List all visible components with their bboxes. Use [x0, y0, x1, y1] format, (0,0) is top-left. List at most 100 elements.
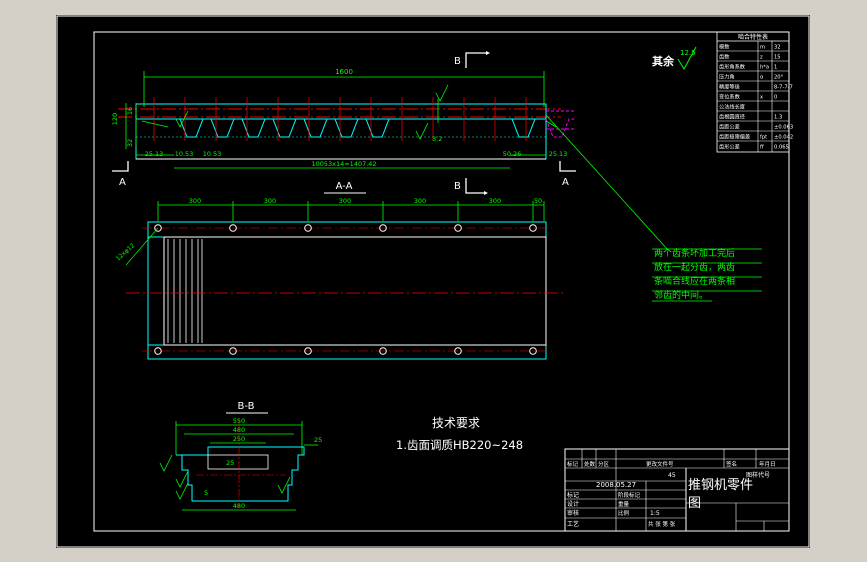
- roughness-symbol: [175, 110, 189, 128]
- section-mark-b-mid: B: [454, 181, 461, 192]
- tb-header-count: 处数: [584, 460, 596, 468]
- param-cell-r7-c0: 齿根圆直径: [719, 113, 745, 121]
- tech-requirements: 技术要求 1.齿面调质HB220~248: [396, 416, 523, 452]
- param-cell-r5-c0: 变位系数: [719, 93, 741, 101]
- dim-half-pitch-mid: 10.53: [203, 150, 222, 158]
- bb-dim-step: 5: [204, 489, 208, 497]
- section-aa-view: A-A B 300 300 300 300 300 50: [115, 178, 564, 360]
- hole-spacing-5: 300: [489, 197, 501, 205]
- dim-small: 16: [126, 107, 134, 115]
- inner-border: [93, 31, 790, 532]
- dim-height: 120: [111, 113, 119, 125]
- param-cell-r8-c0: 齿距公差: [719, 123, 740, 131]
- param-cell-r9-c2: ±0.042: [774, 135, 793, 141]
- dim-left-offset: 25.13: [145, 150, 164, 158]
- param-cell-r0-c2: 32: [774, 45, 781, 51]
- tb-part-name: 推钢机零件: [688, 478, 753, 493]
- cad-drawing-canvas[interactable]: 1600 10053x14=1407.42 25.13 10.53 10.53 …: [56, 15, 810, 548]
- outer-border: [56, 15, 810, 548]
- hole-spacing-2: 300: [264, 197, 276, 205]
- hole-spacing-4: 300: [414, 197, 426, 205]
- param-cell-r1-c2: 15: [774, 55, 781, 61]
- roughness-label: 其余: [652, 54, 675, 68]
- tb-header-sign: 签名: [726, 460, 737, 468]
- param-cell-r10-c2: 0.065: [774, 145, 789, 151]
- note-line-1: 两个齿条坏加工完后: [654, 247, 735, 259]
- tb-weight-label: 重量: [618, 500, 630, 508]
- param-cell-r0-c0: 模数: [719, 43, 730, 51]
- param-cell-r0-c1: m: [760, 45, 765, 51]
- param-cell-r9-c1: fpt: [760, 135, 767, 141]
- dim-pitch-total: 10053x14=1407.42: [311, 160, 376, 168]
- tb-row-review: 审核: [567, 509, 579, 517]
- tech-req-title: 技术要求: [432, 416, 480, 430]
- param-cell-r6-c0: 公法线长度: [719, 103, 745, 111]
- param-cell-r3-c0: 压力角: [719, 73, 735, 81]
- param-cell-r1-c0: 齿数: [719, 53, 730, 61]
- section-mark-b-top: B: [454, 56, 461, 67]
- param-cell-r10-c1: ff: [760, 145, 764, 151]
- tb-header-date: 年月日: [759, 460, 776, 468]
- param-cell-r1-c1: z: [760, 55, 763, 61]
- section-mark-a-left: A: [119, 177, 126, 188]
- tb-scale-label: 比例: [618, 509, 630, 517]
- dim-tooth-depth: 32: [126, 139, 134, 147]
- param-cell-r2-c0: 齿形角系数: [719, 63, 746, 71]
- dim-right-offset: 25.13: [549, 150, 568, 158]
- drawing-svg: 1600 10053x14=1407.42 25.13 10.53 10.53 …: [56, 15, 810, 548]
- tb-header-mark: 标记: [567, 460, 579, 468]
- param-table-title: 啮合特性表: [738, 33, 768, 41]
- tb-row-mark: 标记: [567, 491, 579, 499]
- roughness-mark: 3.2: [432, 135, 442, 143]
- tb-scale-value: 1:5: [650, 510, 660, 517]
- tb-header-change: 更改文件号: [646, 460, 674, 468]
- param-cell-r8-c2: ±0.063: [774, 125, 793, 131]
- tech-req-item1: 1.齿面调质HB220~248: [396, 438, 523, 452]
- top-view-rack: 1600 10053x14=1407.42 25.13 10.53 10.53 …: [111, 51, 669, 251]
- bb-dim-small: 25: [226, 459, 234, 467]
- dim-total-length: 1600: [335, 68, 353, 76]
- meshing-note: 两个齿条坏加工完后 放在一起分齿，两齿 条啮合线应在两条相 邻齿的中间。: [652, 247, 762, 302]
- hole-spacing-1: 300: [189, 197, 201, 205]
- section-mark-a-right: A: [562, 177, 569, 188]
- param-cell-r4-c0: 精度等级: [719, 83, 740, 91]
- bb-dim-right: 25: [314, 436, 322, 444]
- tb-part-name-2: 图: [688, 496, 701, 511]
- tb-material: 45: [668, 472, 676, 479]
- dim-half-pitch-left: 10.53: [175, 150, 194, 158]
- param-cell-r3-c1: α: [760, 75, 764, 81]
- param-cell-r2-c2: 1: [774, 65, 777, 71]
- roughness-symbol: [435, 84, 449, 102]
- roughness-general: 其余 12.5: [652, 46, 697, 71]
- tb-date: 2008.05.27: [596, 481, 636, 489]
- parameter-table: 啮合特性表 模数 m 32 齿数 z 15 齿形角系数 h*a 1 压力角 α 20° 精度等级 8-7-…: [716, 31, 793, 153]
- tb-drawing-no: 图样代号: [746, 471, 770, 479]
- note-line-4: 邻齿的中间。: [654, 289, 708, 301]
- note-line-2: 放在一起分齿，两齿: [654, 261, 735, 273]
- param-cell-r9-c0: 齿距极限偏差: [719, 133, 750, 141]
- param-cell-r4-c2: 8-7-7-7: [774, 85, 793, 91]
- hole-spacing-3: 300: [339, 197, 351, 205]
- dim-right-end: 50.26: [503, 150, 522, 158]
- section-aa-title: A-A: [336, 181, 353, 192]
- param-cell-r7-c2: 1.3: [774, 115, 782, 121]
- roughness-value: 12.5: [680, 49, 696, 57]
- tb-row-design: 设计: [567, 500, 579, 508]
- hole-spacing-6: 50: [534, 197, 542, 205]
- section-bb-title: B-B: [238, 401, 255, 412]
- title-block: 标记 处数 分区 更改文件号 签名 年月日 2008.05.27 标记 设计 审…: [564, 448, 790, 532]
- param-cell-r5-c2: 0: [774, 95, 777, 101]
- param-cell-r2-c1: h*a: [760, 65, 769, 71]
- param-cell-r5-c1: x: [760, 95, 763, 101]
- tb-header-zone: 分区: [598, 460, 610, 468]
- roughness-symbol: [415, 122, 429, 140]
- param-cell-r3-c2: 20°: [774, 75, 784, 81]
- tb-sheet-label: 共 张 第 张: [648, 520, 676, 528]
- tb-row-process: 工艺: [567, 520, 579, 528]
- hole-callout: 12xφ12: [115, 242, 137, 263]
- note-line-3: 条啮合线应在两条相: [654, 275, 735, 287]
- section-bb-view: B-B 550 480 250 480 25 25 5: [159, 401, 322, 511]
- tb-stage-label: 阶段标记: [618, 491, 641, 499]
- param-cell-r10-c0: 齿形公差: [719, 143, 740, 151]
